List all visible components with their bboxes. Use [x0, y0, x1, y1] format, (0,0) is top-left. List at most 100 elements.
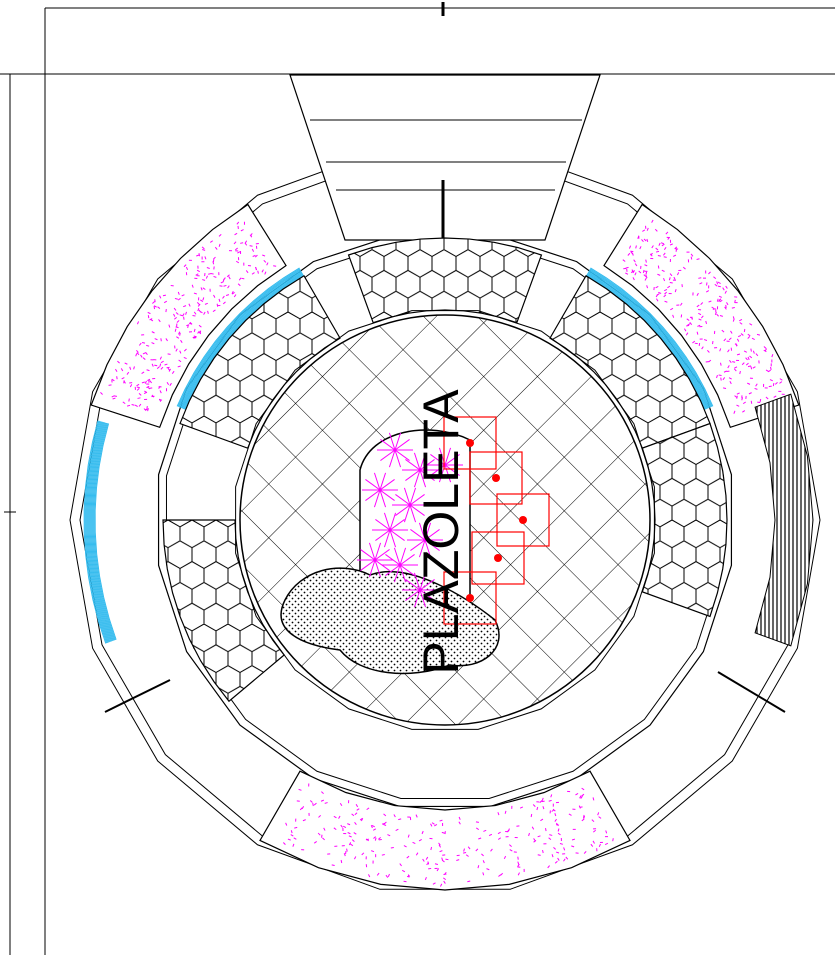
stipple-mark	[674, 246, 678, 250]
stipple-mark	[151, 363, 154, 367]
hexagon-paving-segment	[641, 422, 728, 618]
tree-branch	[444, 464, 452, 483]
stipple-mark	[667, 285, 671, 289]
stipple-mark	[655, 285, 659, 289]
stipple-mark	[191, 284, 194, 288]
stipple-mark	[290, 834, 294, 837]
stipple-mark	[779, 381, 783, 384]
stipple-mark	[238, 277, 242, 281]
stipple-mark	[705, 290, 710, 293]
stipple-mark	[509, 844, 512, 847]
stipple-mark	[222, 301, 226, 305]
stipple-mark	[371, 850, 375, 853]
stipple-cluster	[622, 219, 785, 414]
stipple-mark	[124, 362, 128, 365]
stipple-mark	[734, 343, 738, 346]
stipple-mark	[656, 293, 660, 296]
stipple-mark	[725, 285, 728, 289]
stipple-mark	[415, 852, 419, 856]
tree-branch	[360, 559, 376, 571]
stipple-mark	[642, 269, 645, 274]
stipple-mark	[458, 816, 461, 820]
stipple-mark	[655, 247, 659, 251]
stipple-mark	[739, 370, 741, 375]
water-line	[177, 268, 301, 407]
stipple-mark	[703, 339, 708, 341]
stipple-mark	[149, 380, 153, 384]
stipple-mark	[214, 246, 218, 250]
stipple-mark	[726, 302, 729, 306]
stipple-mark	[218, 233, 222, 237]
stipple-mark	[664, 291, 667, 295]
stipple-mark	[179, 332, 181, 336]
stipple-mark	[195, 273, 199, 276]
stipple-mark	[424, 876, 427, 881]
tree-branch	[409, 504, 417, 523]
tree-branch	[394, 449, 410, 461]
stipple-mark	[183, 264, 187, 268]
stipple-mark	[360, 818, 364, 822]
stipple-mark	[218, 298, 221, 302]
stipple-mark	[481, 853, 484, 857]
tree-branch	[419, 589, 435, 601]
stipple-mark	[463, 852, 467, 854]
stipple-mark	[136, 386, 140, 389]
water-line	[590, 267, 714, 407]
stipple-mark	[655, 250, 660, 253]
stipple-mark	[136, 349, 139, 353]
stipple-mark	[196, 269, 200, 273]
stipple-mark	[159, 398, 162, 402]
tree-branch	[424, 522, 432, 541]
stipple-mark	[162, 294, 167, 297]
water-line	[84, 420, 108, 644]
tree-branch	[388, 432, 396, 451]
stipple-mark	[237, 251, 241, 254]
stipple-mark	[713, 276, 717, 280]
stipple-mark	[674, 289, 677, 293]
stipple-mark	[212, 309, 216, 313]
stipple-mark	[716, 281, 719, 285]
stipple-mark	[193, 328, 196, 332]
tree-branch	[395, 504, 411, 516]
stipple-mark	[632, 277, 635, 281]
tree-branch	[368, 542, 376, 561]
stipple-mark	[540, 818, 544, 822]
stipple-mark	[533, 840, 537, 843]
stipple-mark	[687, 323, 691, 326]
stipple-mark	[779, 378, 783, 381]
planting-band	[90, 203, 287, 429]
stipple-mark	[154, 364, 158, 367]
stipple-mark	[706, 349, 710, 353]
stipple-mark	[769, 379, 773, 382]
marker-box	[496, 493, 550, 547]
tree-branch	[409, 494, 425, 506]
stipple-mark	[581, 787, 585, 791]
tree-branch	[374, 559, 390, 571]
tree-branch	[413, 469, 421, 488]
stipple-mark	[722, 377, 726, 381]
stipple-mark	[549, 834, 553, 836]
tree-branch	[399, 554, 415, 566]
tree-branch	[394, 439, 410, 451]
tree-symbol	[382, 547, 418, 583]
stipple-mark	[313, 802, 317, 806]
stipple-mark	[193, 292, 197, 295]
stipple-mark	[207, 310, 209, 314]
plaza-edge	[235, 310, 655, 730]
tree-branch	[373, 489, 381, 508]
stipple-mark	[723, 338, 727, 342]
stipple-mark	[682, 266, 686, 270]
water-line	[182, 272, 303, 409]
stipple-mark	[627, 252, 631, 256]
tree-symbol	[377, 432, 413, 468]
tree-branch	[383, 512, 391, 531]
stipple-mark	[718, 374, 722, 377]
stipple-mark	[506, 829, 510, 833]
stipple-mark	[669, 273, 673, 277]
stipple-mark	[748, 392, 752, 395]
stipple-mark	[233, 294, 237, 298]
stipple-mark	[661, 243, 665, 247]
stipple-mark	[650, 253, 653, 257]
stipple-mark	[773, 395, 777, 398]
stipple-mark	[533, 838, 536, 842]
